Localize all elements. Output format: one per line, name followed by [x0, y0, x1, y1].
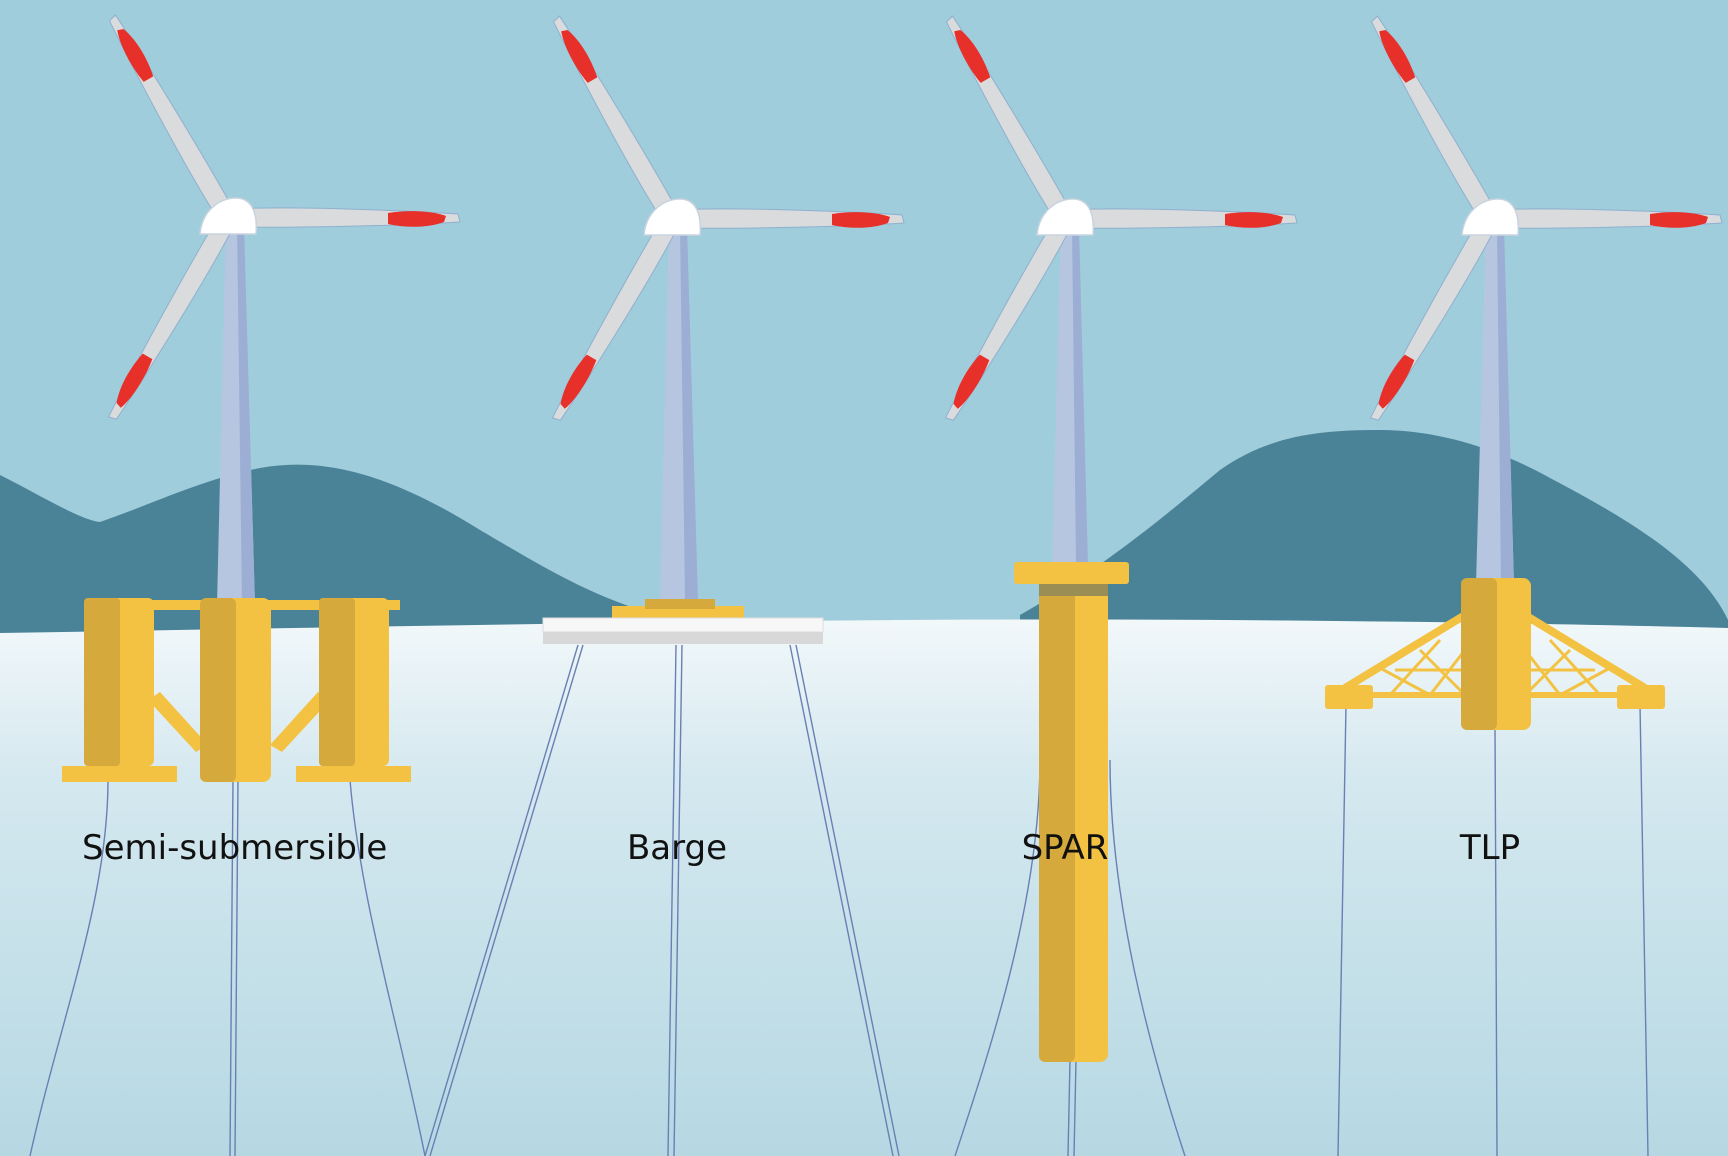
blade: [107, 212, 237, 420]
turbine-barge: [542, 15, 905, 644]
blade: [227, 207, 461, 228]
nacelle: [199, 197, 258, 235]
hill-right: [1020, 430, 1728, 640]
blade: [1369, 213, 1499, 421]
blade: [108, 14, 237, 224]
blade: [944, 213, 1074, 421]
label-barge: Barge: [626, 828, 728, 868]
hill-left: [0, 464, 640, 640]
label-tlp: TLP: [1459, 828, 1521, 868]
turbine-tlp: [1325, 15, 1723, 730]
turbine-semi-submersible: [62, 14, 461, 782]
blade: [1370, 15, 1499, 225]
blade: [1064, 208, 1298, 229]
blade: [1489, 208, 1723, 229]
spar-platform: [1014, 562, 1129, 1062]
blade: [551, 213, 681, 421]
turbine-spar: [944, 15, 1298, 1062]
barge-platform: [542, 599, 824, 644]
semi-submersible-platform: [62, 598, 411, 782]
label-semi-submersible: Semi-submersible: [82, 828, 388, 868]
nacelle: [643, 198, 702, 236]
tlp-column: [1325, 578, 1665, 730]
nacelle: [1461, 198, 1520, 236]
blade: [945, 15, 1074, 225]
sea: [0, 619, 1728, 1156]
mooring-lines: [29, 644, 1649, 1156]
blade: [671, 208, 905, 229]
blade: [552, 15, 681, 225]
label-spar: SPAR: [1021, 828, 1109, 868]
nacelle: [1036, 198, 1095, 236]
